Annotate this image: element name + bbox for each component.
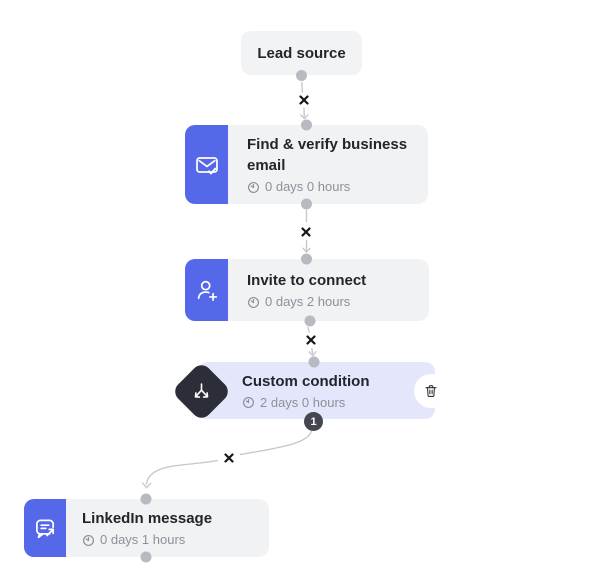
chat-arrow-icon: [24, 499, 66, 557]
delete-step-button[interactable]: [414, 374, 448, 408]
step-content: LinkedIn message 0 days 1 hours: [66, 499, 212, 557]
step-title: Invite to connect: [247, 272, 367, 289]
email-check-icon: [185, 125, 228, 204]
trash-icon: [425, 385, 437, 397]
person-add-icon: [185, 259, 228, 321]
step-delay: 0 days 0 hours: [247, 179, 422, 195]
step-delay: 2 days 0 hours: [242, 395, 370, 411]
clock-icon: [247, 296, 260, 308]
disconnect-x-icon[interactable]: [304, 333, 318, 347]
clock-icon: [82, 534, 95, 546]
disconnect-x-icon[interactable]: [222, 451, 236, 465]
step-delay-text: 2 days 0 hours: [260, 394, 346, 410]
node-invite-to-connect[interactable]: Invite to connect 0 days 2 hours: [185, 259, 429, 321]
port-invite-out[interactable]: [304, 315, 316, 327]
clock-icon: [242, 396, 255, 409]
port-linkedin-out[interactable]: [140, 551, 152, 563]
step-content: Custom condition 2 days 0 hours: [198, 362, 370, 419]
step-delay-text: 0 days 0 hours: [265, 179, 351, 194]
lead-source-label: Lead source: [257, 44, 346, 62]
branch-split-glyph: [190, 380, 214, 404]
branch-split-icon: [171, 361, 232, 422]
step-delay-text: 0 days 2 hours: [265, 294, 351, 309]
port-lead-source-out[interactable]: [296, 70, 307, 81]
node-find-verify-email[interactable]: Find & verify business email 0 days 0 ho…: [185, 125, 428, 204]
node-lead-source[interactable]: Lead source: [241, 31, 362, 75]
port-find-verify-in[interactable]: [301, 119, 312, 131]
port-find-verify-out[interactable]: [301, 198, 312, 210]
node-linkedin-message[interactable]: LinkedIn message 0 days 1 hours: [24, 499, 269, 557]
port-condition-in[interactable]: [308, 356, 320, 368]
step-delay-text: 0 days 1 hours: [100, 532, 186, 547]
step-title: LinkedIn message: [82, 510, 213, 527]
step-delay: 0 days 1 hours: [82, 532, 212, 548]
step-content: Find & verify business email 0 days 0 ho…: [228, 125, 422, 204]
branch-output-badge[interactable]: 1: [304, 412, 323, 431]
port-linkedin-in[interactable]: [140, 493, 152, 505]
step-title: Custom condition: [242, 372, 370, 390]
connection-ports: [140, 70, 320, 563]
port-invite-in[interactable]: [301, 253, 312, 265]
disconnect-x-icon[interactable]: [299, 225, 313, 239]
clock-icon: [247, 181, 260, 193]
step-title: Find & verify business email: [247, 136, 408, 174]
disconnect-x-icon[interactable]: [297, 93, 311, 107]
node-custom-condition[interactable]: Custom condition 2 days 0 hours: [198, 362, 435, 419]
step-content: Invite to connect 0 days 2 hours: [228, 259, 366, 321]
step-delay: 0 days 2 hours: [247, 294, 366, 310]
